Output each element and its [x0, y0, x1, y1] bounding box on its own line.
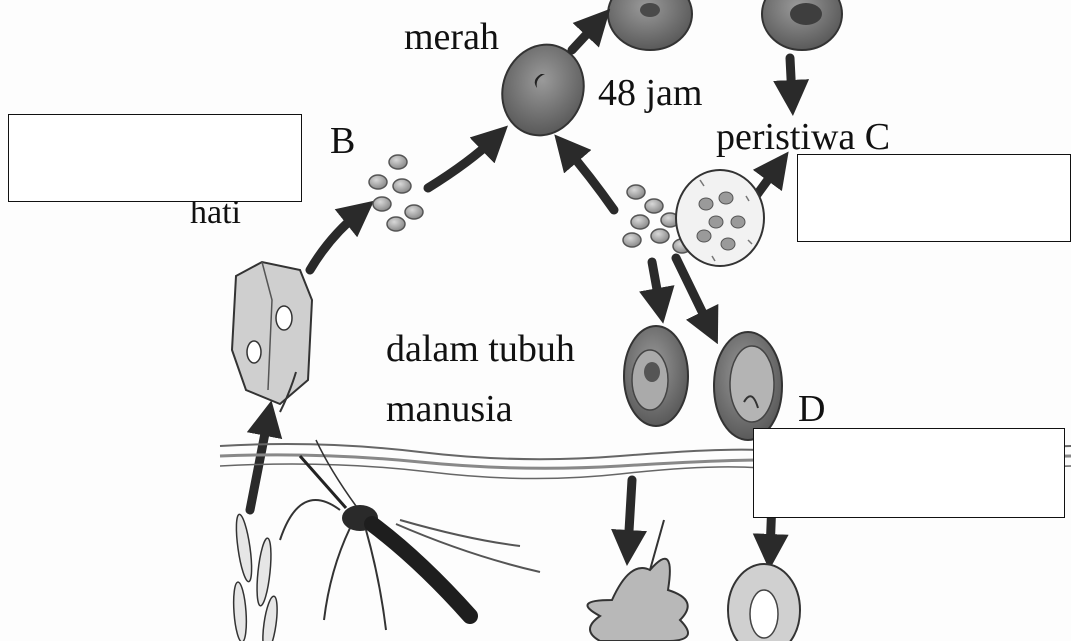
label-peristiwa-c: peristiwa C	[716, 118, 890, 156]
sporozoites	[232, 513, 280, 641]
label-dalam-tubuh: dalam tubuh	[386, 330, 575, 368]
label-48-jam: 48 jam	[598, 74, 702, 112]
answer-box-b[interactable]	[8, 114, 302, 202]
answer-box-d[interactable]	[753, 428, 1065, 518]
answer-box-c[interactable]	[797, 154, 1071, 242]
gametocyte-left	[624, 326, 688, 426]
label-manusia: manusia	[386, 390, 513, 428]
female-gamete	[728, 564, 800, 641]
red-blood-cell	[490, 33, 597, 147]
label-b: B	[330, 122, 355, 160]
merozoite-cluster-b	[369, 155, 423, 231]
gametocyte-right	[714, 332, 782, 440]
rbc-top-left	[608, 0, 692, 50]
label-d: D	[798, 390, 825, 428]
label-merah: merah	[404, 18, 499, 56]
male-gamete	[588, 520, 689, 641]
schizont-cell	[676, 170, 764, 266]
liver-cell	[232, 262, 312, 412]
rbc-top-right	[762, 0, 842, 50]
